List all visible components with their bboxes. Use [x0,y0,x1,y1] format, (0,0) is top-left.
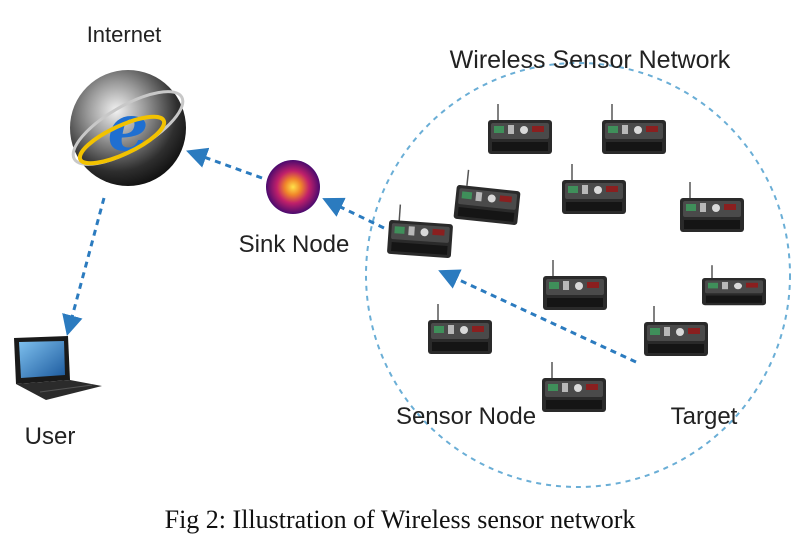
sensor-node-icon [679,181,745,233]
sensor-node-icon [601,103,667,155]
sensor-node-icon [541,361,607,413]
sink-node-glow-icon [266,160,320,214]
sensor-node-icon [643,305,709,357]
sensor-node-icon [487,103,553,155]
sensor-node-icon [386,203,455,259]
label-wireless-sensor-network: Wireless Sensor Network [450,46,731,74]
arrow-sink-to-internet [186,147,263,180]
arrow-internet-to-user [62,197,106,337]
sensor-node-icon [561,163,627,215]
sensor-node-icon [542,259,608,311]
label-user: User [25,423,76,450]
network-boundary [365,62,791,488]
label-internet: Internet [87,22,162,47]
sensor-node-icon [701,264,767,306]
arrow-target-to-sensor [438,269,637,364]
sensor-node-icon [452,168,524,227]
label-sink-node: Sink Node [239,231,350,258]
figure-caption: Fig 2: Illustration of Wireless sensor n… [165,505,636,534]
laptop-icon [14,336,102,400]
sensor-node-icon [427,303,493,355]
globe-browser-icon: e [70,70,186,186]
arrow-sensor-to-sink [322,197,385,230]
label-sensor-node: Sensor Node [396,403,536,430]
label-target: Target [671,403,738,430]
